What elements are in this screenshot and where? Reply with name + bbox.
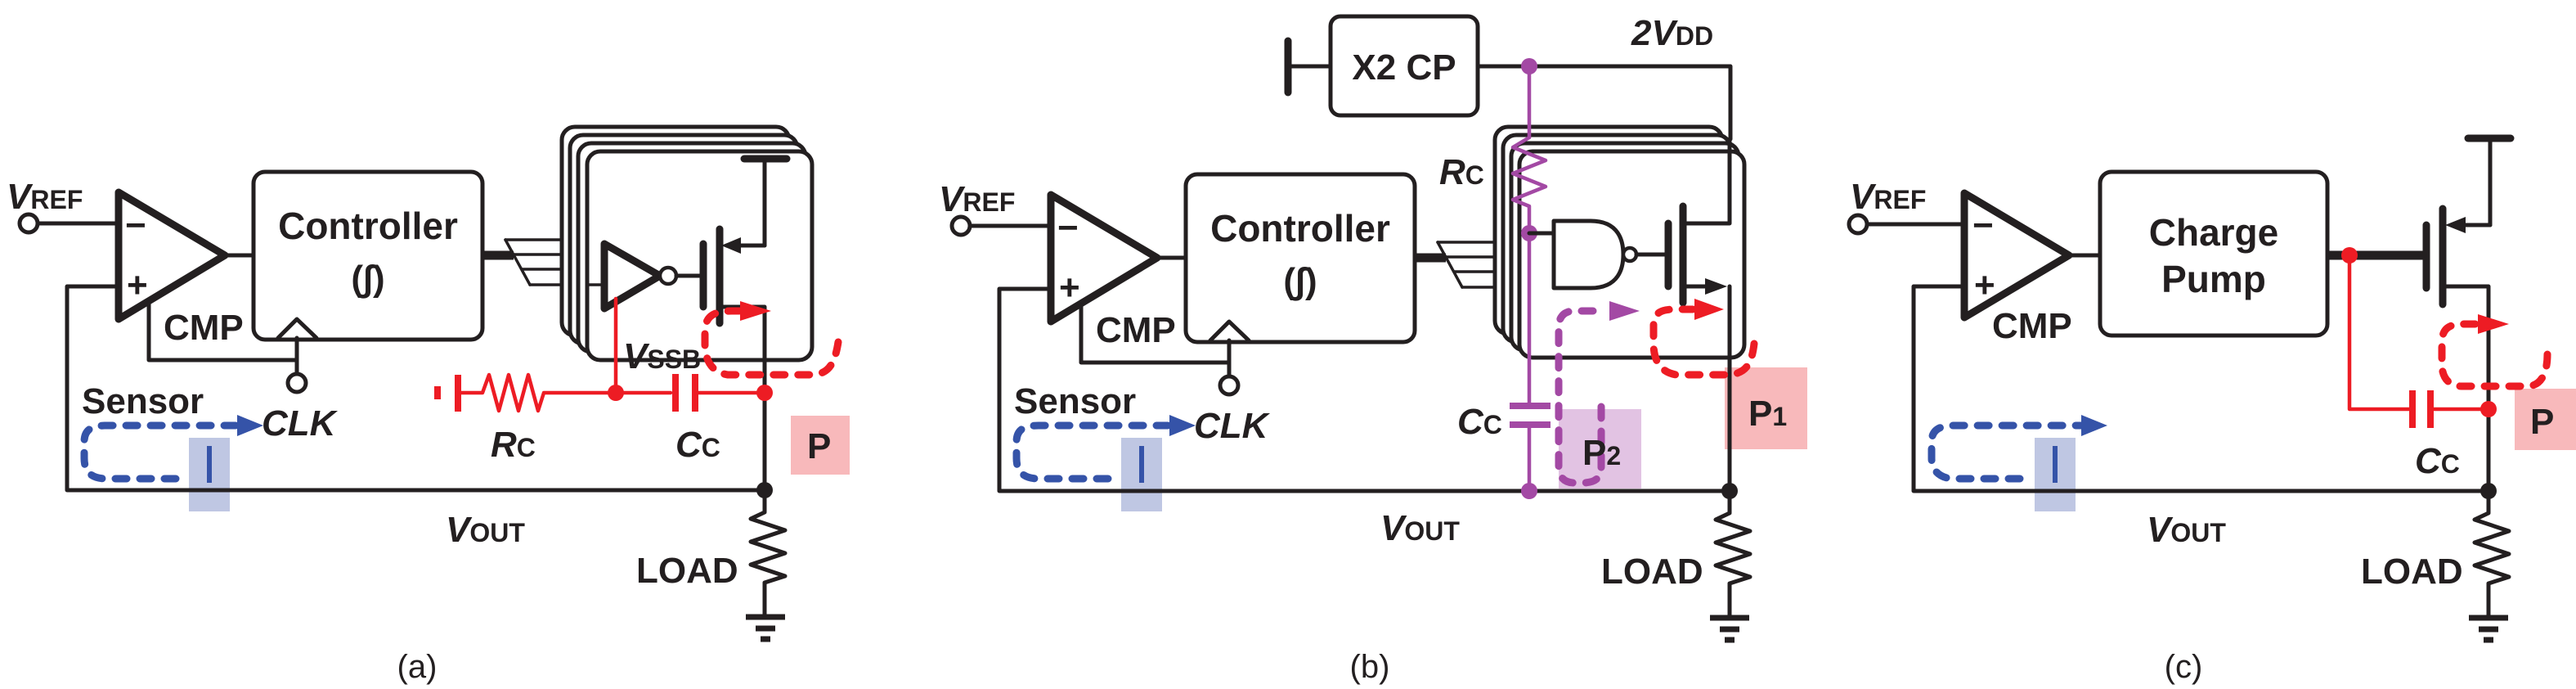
pole-p1-arrow <box>1694 299 1724 320</box>
sensor-label: Sensor <box>1014 381 1136 421</box>
controller-title: Controller <box>1210 207 1390 250</box>
pole-p2-arrow <box>1609 301 1640 321</box>
pole-i-arrow <box>1169 415 1196 436</box>
vref-label: VREF <box>7 177 83 217</box>
vssb-label: VSSB <box>623 336 701 376</box>
charge-pump-block <box>2098 169 2330 338</box>
vref-terminal <box>949 214 972 237</box>
vref-terminal <box>1847 213 1869 236</box>
x2-cp-label: X2 CP <box>1352 47 1456 88</box>
vref-label: VREF <box>1850 177 1926 217</box>
controller-block <box>1183 172 1417 344</box>
clk-label: CLK <box>1194 406 1271 446</box>
pole-i-path <box>1928 421 2085 483</box>
caption-b: (b) <box>1350 649 1390 685</box>
sensor-label: Sensor <box>82 381 204 421</box>
cc-label: CC <box>1457 402 1502 442</box>
load-resistor <box>2472 489 2511 619</box>
ground-icon <box>1710 615 1749 643</box>
comparator-minus: − <box>125 205 146 245</box>
controller-block <box>251 169 485 342</box>
vout-label: VOUT <box>446 510 525 550</box>
rc-label: RC <box>1439 152 1484 192</box>
pole-p-path <box>701 307 842 379</box>
ground-icon <box>2469 615 2508 643</box>
clock-edge-icon <box>276 317 319 340</box>
pole-i-path <box>1012 421 1174 483</box>
comparator-plus: + <box>1974 265 1995 305</box>
controller-integral: (∫) <box>1283 261 1317 301</box>
charge-pump-line1: Charge <box>2149 211 2278 254</box>
rc-resistor <box>1510 135 1548 408</box>
clk-label: CLK <box>262 403 339 444</box>
pole-p1-label: P1 <box>1748 394 1787 434</box>
comparator-plus: + <box>1059 268 1080 308</box>
panel-a: VREF − + CMP Controller (∫) CLK Sensor <box>7 124 850 685</box>
pole-p-path <box>2438 320 2551 390</box>
panel-c: VREF − + CMP Charge Pump CC P <box>1847 134 2576 685</box>
load-resistor <box>1713 489 1752 619</box>
pole-p1-highlight <box>1725 367 1807 449</box>
load-label: LOAD <box>2361 552 2463 592</box>
panel-b: VREF − + CMP Controller (∫) CLK Sensor X… <box>939 13 1807 685</box>
pole-i-arrow <box>237 415 263 436</box>
comparator-triangle <box>114 188 229 323</box>
pole-i-path <box>80 421 241 483</box>
comparator-label: CMP <box>1992 306 2072 346</box>
vref-label: VREF <box>939 179 1015 219</box>
controller-title: Controller <box>278 205 458 247</box>
caption-c: (c) <box>2165 649 2203 685</box>
vout-label: VOUT <box>2147 510 2226 550</box>
rc-resistor <box>456 372 673 413</box>
pole-p-highlight <box>791 416 850 475</box>
pole-p-label: P <box>807 426 831 466</box>
pole-p2-path <box>1555 307 1607 487</box>
rc-label: RC <box>491 425 536 465</box>
vout-label: VOUT <box>1380 508 1460 548</box>
inverter-icon <box>600 240 664 313</box>
comparator-minus: − <box>1057 208 1079 248</box>
pole-p2-highlight <box>1559 409 1641 489</box>
caption-a: (a) <box>397 649 438 685</box>
comparator-plus: + <box>127 265 148 305</box>
pole-p-arrow <box>740 301 771 321</box>
pole-i-arrow <box>2081 415 2107 436</box>
pole-p-label: P <box>2530 402 2554 442</box>
pole-p-highlight <box>2515 389 2576 450</box>
comparator-triangle <box>1960 189 2073 322</box>
comparator-minus: − <box>1972 205 1994 245</box>
vref-terminal <box>17 212 40 235</box>
load-label: LOAD <box>636 551 738 591</box>
pole-p1-path <box>1649 305 1758 379</box>
ground-icon <box>746 614 785 642</box>
comparator-label: CMP <box>164 308 244 348</box>
charge-pump-line2: Pump <box>2161 258 2266 300</box>
load-resistor <box>748 488 788 618</box>
comparator-label: CMP <box>1096 310 1176 350</box>
supply-label: 2VDD <box>1631 13 1713 53</box>
controller-integral: (∫) <box>351 259 384 299</box>
clk-terminal <box>285 372 308 394</box>
clk-terminal <box>1218 374 1241 397</box>
pole-p-arrow <box>2478 314 2509 334</box>
comparator-triangle <box>1047 191 1161 326</box>
load-label: LOAD <box>1601 552 1703 592</box>
pole-p2-label: P2 <box>1582 433 1621 473</box>
cc-label: CC <box>675 425 720 465</box>
cc-label: CC <box>2415 441 2460 481</box>
clock-edge-icon <box>1208 319 1251 343</box>
